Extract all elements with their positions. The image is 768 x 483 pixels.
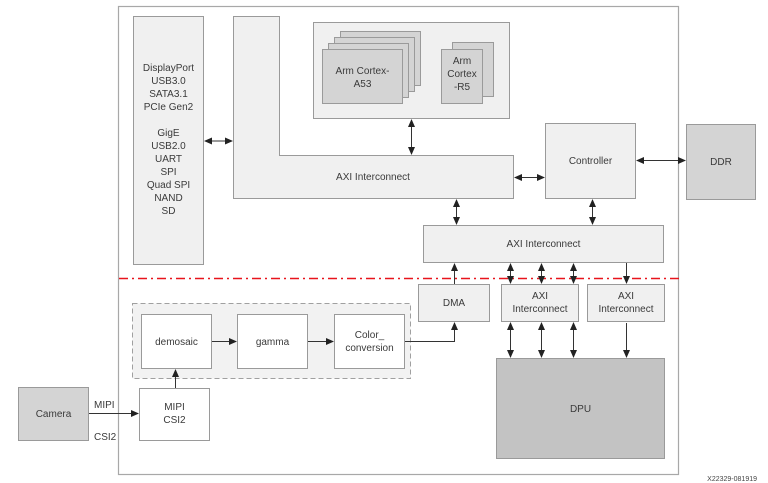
dpu-label: DPU <box>570 404 591 415</box>
camera-block[interactable]: Camera <box>18 387 89 441</box>
controller-label: Controller <box>569 156 613 167</box>
color-conversion-label: Color_conversion <box>345 330 393 354</box>
axi-interconnect-main-label: AXI Interconnect <box>336 172 410 183</box>
axi-interconnect-main[interactable]: AXI Interconnect <box>233 16 514 199</box>
demosaic-label: demosaic <box>155 337 198 348</box>
gamma-block[interactable]: gamma <box>237 314 308 369</box>
ddr-memory[interactable]: DDR <box>686 124 756 200</box>
color-conversion-block[interactable]: Color_conversion <box>334 314 405 369</box>
a53-label: Arm Cortex-A53 <box>336 66 390 90</box>
color-to-dma-link <box>405 322 458 342</box>
connections <box>89 119 686 417</box>
gamma-label: gamma <box>256 337 290 348</box>
arm-cortex-a53-cluster[interactable]: Arm Cortex-A53 <box>322 31 421 104</box>
demosaic-block[interactable]: demosaic <box>141 314 212 369</box>
mipi-link-label: MIPI <box>94 400 115 411</box>
dpu-block[interactable]: DPU <box>496 358 665 459</box>
ddr-label: DDR <box>710 157 732 168</box>
camera-label: Camera <box>36 409 72 420</box>
image-pipeline-group: demosaic gamma Color_conversion <box>132 303 411 379</box>
memory-controller[interactable]: Controller <box>545 123 636 199</box>
csi2-link-label: CSI2 <box>94 432 117 443</box>
axi-interconnect-mid-label: AXI Interconnect <box>507 239 581 250</box>
dma-label: DMA <box>443 298 466 309</box>
dma-block[interactable]: DMA <box>418 284 490 322</box>
axi-interconnect-mid[interactable]: AXI Interconnect <box>423 225 664 263</box>
figure-id: X22329-081919 <box>707 476 757 483</box>
